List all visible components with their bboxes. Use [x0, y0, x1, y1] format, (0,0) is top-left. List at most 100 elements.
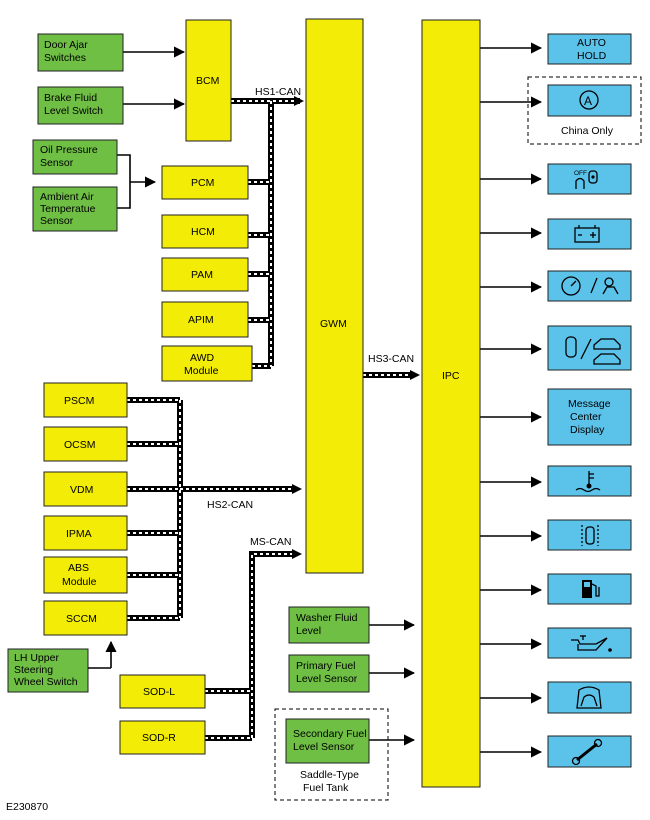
svg-text:AUTO: AUTO: [577, 37, 606, 49]
auto-hold-box: AUTO HOLD: [547, 33, 632, 65]
battery-box: [547, 218, 632, 250]
door-ajar-car-icon: [565, 336, 621, 365]
svg-text:SCCM: SCCM: [66, 613, 97, 625]
oil-pressure-box: [547, 627, 632, 659]
coolant-temp-icon: [575, 471, 601, 493]
svg-text:AWD: AWD: [190, 352, 215, 364]
ipma-module: IPMA: [43, 515, 128, 551]
door-ajar-switches-box: Door Ajar Switches: [37, 33, 124, 72]
primary-fuel-sensor-box: Primary Fuel Level Sensor: [288, 654, 370, 693]
coolant-temp-box: [547, 465, 632, 497]
svg-text:Level: Level: [296, 625, 321, 637]
svg-text:Level Sensor: Level Sensor: [293, 741, 355, 753]
china-only-group: A China Only: [527, 76, 642, 145]
svg-text:IPMA: IPMA: [66, 528, 92, 540]
svg-text:IPC: IPC: [442, 370, 460, 382]
sod-l-module: SOD-L: [119, 674, 206, 709]
svg-text:Wheel Switch: Wheel Switch: [14, 676, 78, 688]
output-wires: [480, 42, 543, 758]
vdm-module: VDM: [43, 471, 128, 507]
svg-text:Level Switch: Level Switch: [44, 105, 103, 117]
svg-text:Display: Display: [570, 424, 605, 436]
hs1-can-label: HS1-CAN: [255, 86, 301, 98]
svg-text:Steering: Steering: [14, 664, 53, 676]
svg-text:VDM: VDM: [70, 484, 93, 496]
oil-pressure-sensor-box: Oil Pressure Sensor: [32, 139, 118, 175]
svg-text:PAM: PAM: [191, 269, 213, 281]
svg-text:Ambient Air: Ambient Air: [40, 191, 94, 203]
svg-text:Switches: Switches: [44, 52, 86, 64]
svg-text:OCSM: OCSM: [64, 439, 96, 451]
input-wires: [105, 46, 416, 746]
hs2-can-label: HS2-CAN: [207, 499, 253, 511]
ambient-air-sensor-box: Ambient Air Temperatue Sensor: [32, 186, 118, 232]
svg-text:GWM: GWM: [320, 318, 347, 330]
ipc-module: IPC: [421, 19, 481, 788]
door-ajar-car-box: [547, 325, 632, 371]
washer-box: [547, 681, 632, 714]
svg-text:A: A: [584, 94, 592, 108]
svg-text:Secondary Fuel: Secondary Fuel: [293, 728, 367, 740]
bcm-module: BCM: [185, 19, 232, 142]
svg-text:Primary Fuel: Primary Fuel: [296, 660, 356, 672]
saddle-fuel-tank-group: Saddle-Type Fuel Tank: [274, 708, 389, 801]
svg-text:Level Sensor: Level Sensor: [296, 673, 358, 685]
ms-can-label: MS-CAN: [250, 536, 291, 548]
lh-steering-wheel-switch-box: LH Upper Steering Wheel Switch: [7, 648, 111, 693]
message-center-box: Message Center Display: [547, 388, 632, 446]
ocsm-module: OCSM: [43, 426, 128, 462]
auto-hold-a-icon: A: [579, 90, 599, 110]
secondary-fuel-sensor-box: Secondary Fuel Level Sensor: [285, 718, 370, 764]
battery-icon: [574, 225, 600, 243]
svg-text:Door Ajar: Door Ajar: [44, 39, 88, 51]
svg-text:Oil Pressure: Oil Pressure: [40, 144, 98, 156]
speed-warning-icon: [561, 276, 619, 296]
svg-text:Saddle-Type: Saddle-Type: [300, 769, 359, 781]
svg-text:Temperatue: Temperatue: [40, 203, 96, 215]
oil-pressure-icon: [571, 635, 612, 652]
svg-text:Sensor: Sensor: [40, 157, 74, 169]
door-open-icon: [581, 525, 599, 546]
svg-text:ABS: ABS: [68, 562, 89, 574]
hs1-can-bus: [231, 96, 304, 369]
hs3-can-bus: [363, 370, 420, 380]
svg-text:Message: Message: [568, 398, 611, 410]
svg-text:Module: Module: [184, 365, 219, 377]
svg-text:OFF: OFF: [574, 170, 587, 177]
service-box: [547, 735, 632, 768]
svg-text:China Only: China Only: [561, 125, 614, 137]
awd-module: AWD Module: [161, 345, 253, 382]
svg-text:APIM: APIM: [188, 314, 214, 326]
fuel-pump-icon: [582, 580, 600, 598]
speed-warning-box: [547, 270, 632, 302]
door-open-box: [547, 519, 632, 551]
svg-text:SOD-L: SOD-L: [143, 686, 175, 698]
brake-fluid-switch-box: Brake Fluid Level Switch: [37, 86, 124, 125]
hs3-can-label: HS3-CAN: [368, 353, 414, 365]
svg-text:Sensor: Sensor: [40, 215, 74, 227]
svg-text:Washer Fluid: Washer Fluid: [296, 612, 358, 624]
svg-text:Fuel Tank: Fuel Tank: [303, 782, 349, 794]
apim-module: APIM: [161, 301, 249, 338]
sod-r-module: SOD-R: [119, 720, 206, 755]
seatbelt-off-box: OFF: [547, 163, 632, 195]
svg-text:Center: Center: [570, 411, 602, 423]
washer-fluid-level-box: Washer Fluid Level: [288, 606, 370, 644]
washer-fluid-icon: [576, 686, 602, 709]
figure-id: E230870: [6, 801, 48, 813]
svg-text:BCM: BCM: [196, 75, 219, 87]
hcm-module: HCM: [161, 214, 249, 249]
svg-text:HCM: HCM: [191, 226, 215, 238]
svg-text:PSCM: PSCM: [64, 395, 94, 407]
fuel-box: [547, 573, 632, 605]
sccm-module: SCCM: [43, 600, 128, 636]
gwm-module: GWM: [305, 18, 364, 574]
svg-text:PCM: PCM: [191, 177, 214, 189]
pscm-module: PSCM: [43, 382, 128, 418]
svg-text:Module: Module: [62, 576, 97, 588]
ms-can-bus: [205, 549, 302, 741]
svg-text:Brake Fluid: Brake Fluid: [44, 92, 97, 104]
wrench-icon: [571, 738, 603, 766]
hs2-can-bus: [127, 397, 302, 621]
seatbelt-off-icon: OFF: [574, 170, 598, 189]
